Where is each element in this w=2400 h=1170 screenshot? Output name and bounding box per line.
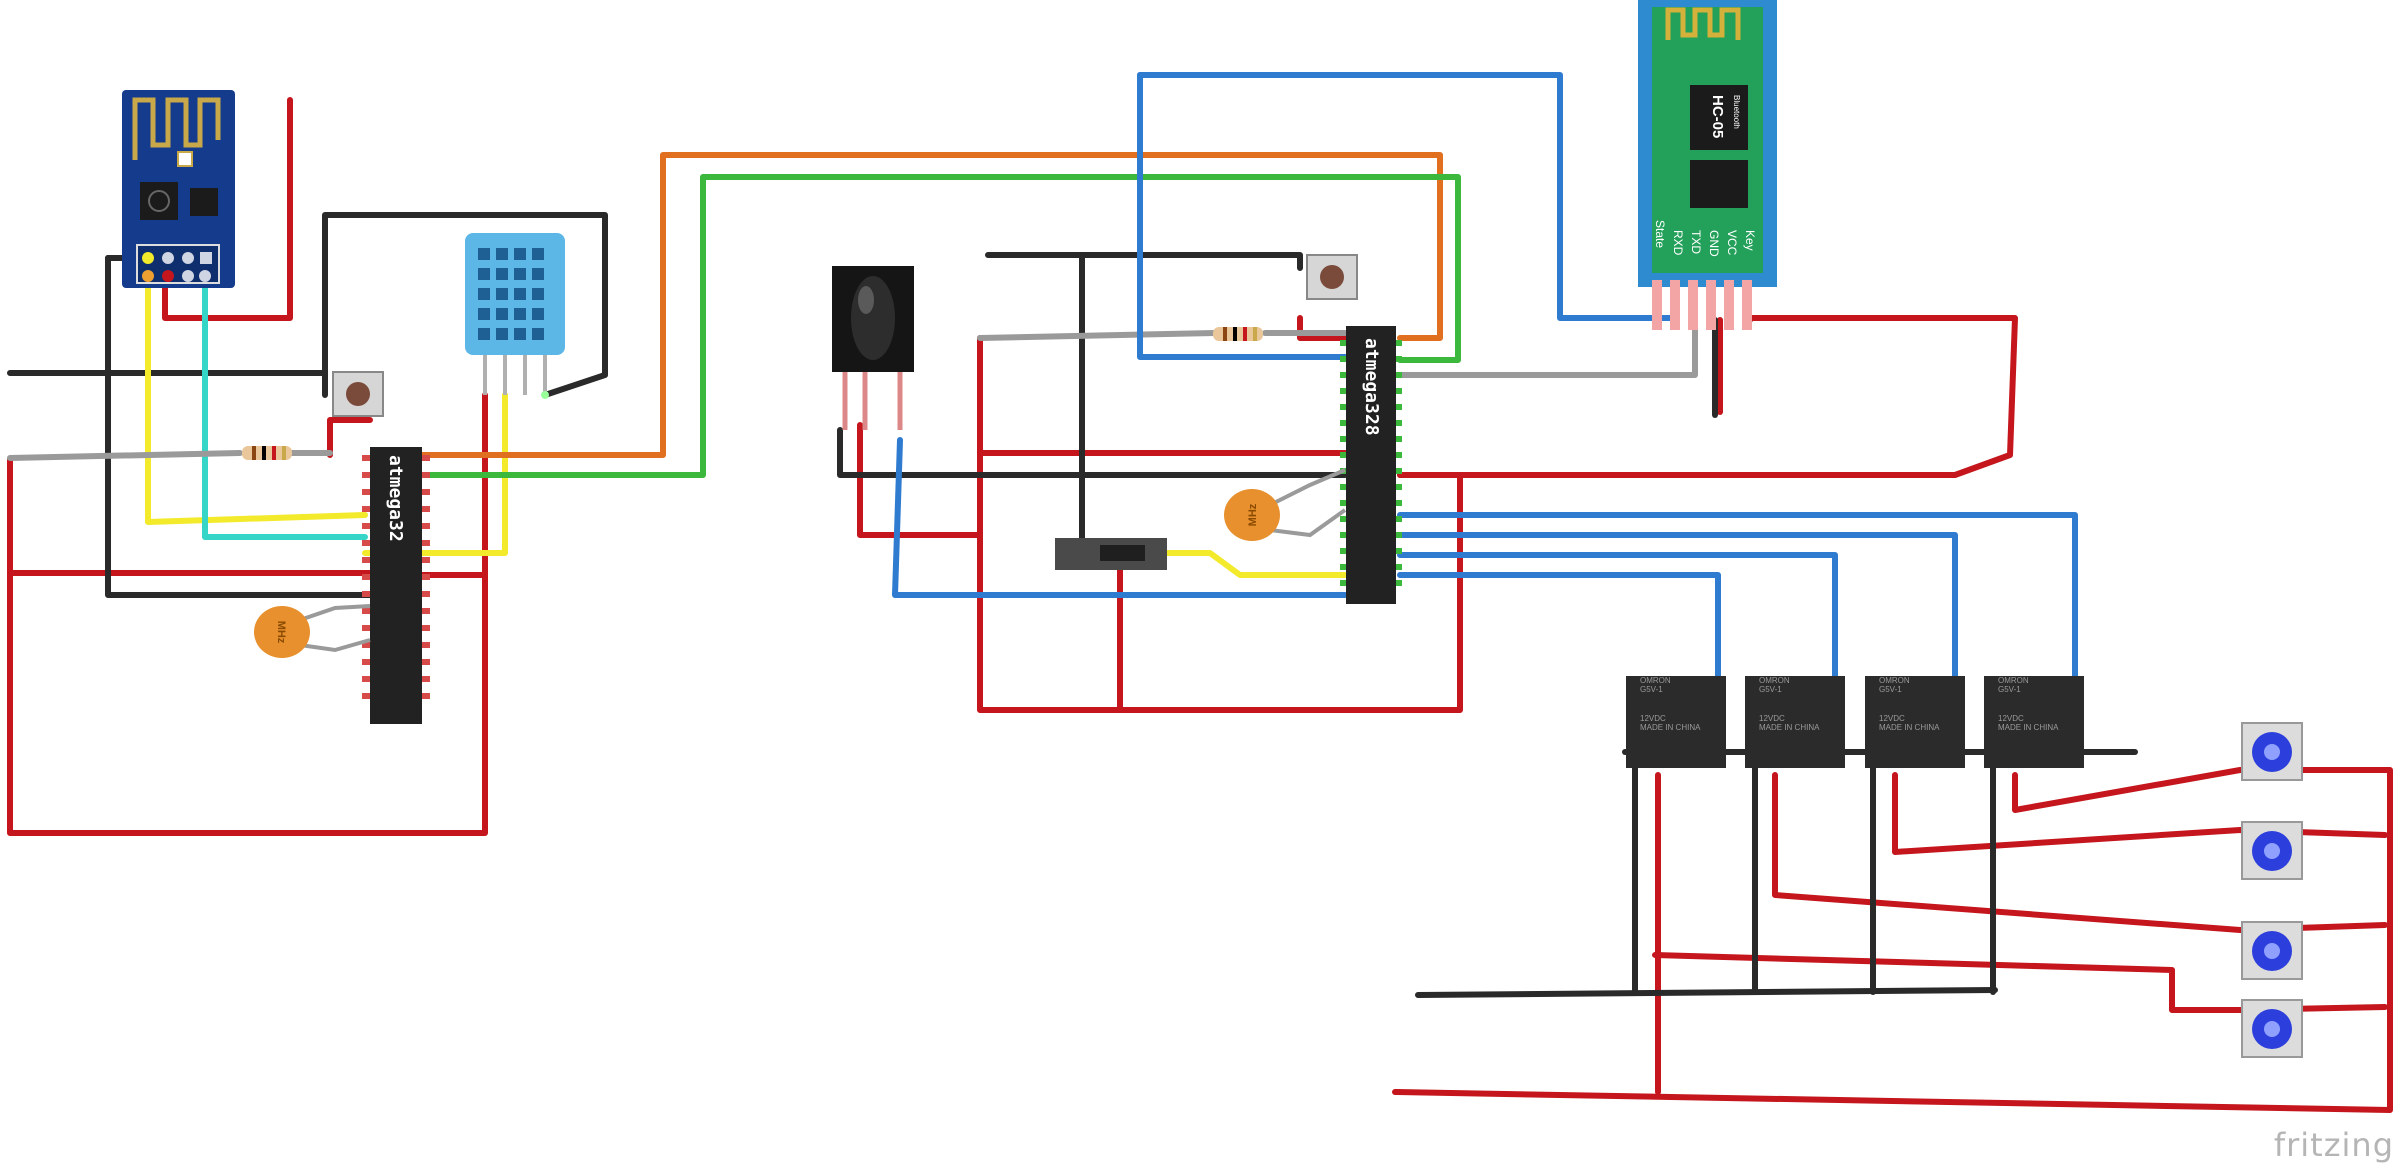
bt-pin-gnd-label: GND xyxy=(1707,230,1721,257)
relay-1-model: G5V-1 xyxy=(1640,685,1663,694)
crystal-left: MHz xyxy=(254,604,371,658)
ir-receiver xyxy=(832,266,914,430)
led-2 xyxy=(2241,821,2303,880)
bluetooth-model-label: HC-05 xyxy=(1709,95,1726,138)
led-1 xyxy=(2241,722,2303,781)
pushbutton-right xyxy=(1306,254,1358,300)
led-4 xyxy=(2241,999,2303,1058)
relay-4-rating: 12VDC xyxy=(1998,714,2024,723)
relay-3-rating: 12VDC xyxy=(1879,714,1905,723)
relay-3-model: G5V-1 xyxy=(1879,685,1902,694)
relay-4-origin: MADE IN CHINA xyxy=(1998,723,2059,732)
bt-pin-rxd-label: RXD xyxy=(1671,230,1685,256)
resistor-left xyxy=(242,446,292,460)
wires-right xyxy=(1392,512,2393,1113)
relay-1: OMRON G5V-1 12VDC MADE IN CHINA xyxy=(1626,676,1726,768)
bt-pin-key-label: Key xyxy=(1743,230,1757,251)
relay-3-brand: OMRON xyxy=(1879,676,1910,685)
led-3 xyxy=(2241,921,2303,980)
pushbutton-left xyxy=(332,371,384,417)
atmega-left-chip: atmega32 xyxy=(362,447,430,724)
relay-3-origin: MADE IN CHINA xyxy=(1879,723,1940,732)
hc05-bluetooth-module: HC-05 Bluetooth State RXD TXD GND VCC Ke… xyxy=(1638,0,1777,330)
dht11-sensor xyxy=(465,233,565,399)
relay-3: OMRON G5V-1 12VDC MADE IN CHINA xyxy=(1865,676,1965,768)
bluetooth-sub-label: Bluetooth xyxy=(1732,95,1741,129)
resistor-right xyxy=(1213,327,1263,341)
crystal-right: MHz xyxy=(1224,468,1347,541)
relay-4-model: G5V-1 xyxy=(1998,685,2021,694)
atmega-left-label: atmega32 xyxy=(385,455,406,542)
bt-pin-txd-label: TXD xyxy=(1689,230,1703,254)
bt-pin-state-label: State xyxy=(1653,220,1667,248)
relay-1-origin: MADE IN CHINA xyxy=(1640,723,1701,732)
relay-1-rating: 12VDC xyxy=(1640,714,1666,723)
relay-2: OMRON G5V-1 12VDC MADE IN CHINA xyxy=(1745,676,1845,768)
relay-4-brand: OMRON xyxy=(1998,676,2029,685)
fritzing-watermark: fritzing xyxy=(2273,1126,2394,1164)
slide-switch xyxy=(1055,538,1167,570)
relay-1-brand: OMRON xyxy=(1640,676,1671,685)
relay-4: OMRON G5V-1 12VDC MADE IN CHINA xyxy=(1984,676,2084,768)
relay-2-rating: 12VDC xyxy=(1759,714,1785,723)
relay-2-origin: MADE IN CHINA xyxy=(1759,723,1820,732)
atmega-right-label: atmega328 xyxy=(1361,338,1382,436)
bt-pin-vcc-label: VCC xyxy=(1725,230,1739,256)
crystal-left-label: MHz xyxy=(275,621,287,644)
crystal-right-label: MHz xyxy=(1247,503,1259,526)
led-icon xyxy=(177,151,193,167)
wires-middle xyxy=(837,72,2018,713)
atmega-right-chip: atmega328 xyxy=(1340,326,1402,604)
relay-2-brand: OMRON xyxy=(1759,676,1790,685)
relay-2-model: G5V-1 xyxy=(1759,685,1782,694)
esp01-wifi-module xyxy=(122,90,235,288)
